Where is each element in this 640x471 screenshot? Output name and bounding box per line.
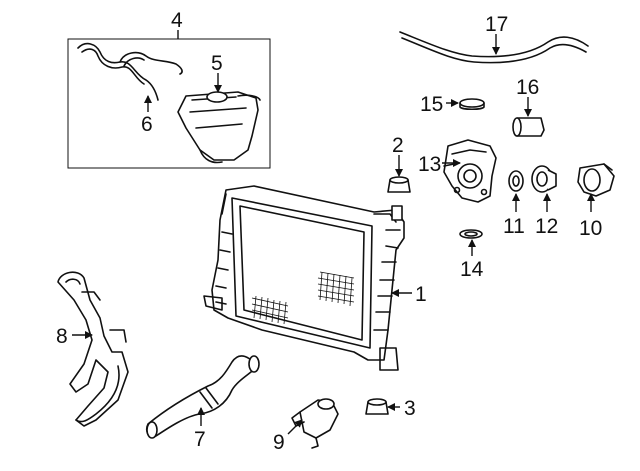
callout-16: 16 (516, 76, 539, 99)
radiator (203, 185, 405, 371)
callout-13: 13 (418, 153, 441, 176)
control-valve (291, 398, 339, 449)
reservoir-kit-box (67, 30, 271, 169)
reservoir-hose (77, 42, 183, 101)
radiator-plug-2 (387, 176, 411, 193)
coolant-reservoir (177, 91, 261, 164)
outlet-sleeve (512, 117, 545, 137)
thermostat-housing (443, 139, 497, 203)
grommet-3 (365, 398, 389, 415)
callout-12: 12 (535, 215, 558, 238)
callout-10: 10 (579, 217, 602, 240)
callout-1: 1 (415, 283, 427, 306)
radiator-core-mesh (251, 271, 355, 325)
leader-lines (72, 34, 595, 435)
gasket-ring (508, 170, 524, 192)
callout-15: 15 (420, 93, 443, 116)
callout-14: 14 (460, 258, 484, 281)
thermostat-seal-15 (459, 98, 485, 111)
water-outlet (577, 163, 615, 197)
overflow-tube (399, 31, 589, 64)
thermostat (531, 165, 557, 193)
callout-5: 5 (211, 52, 223, 75)
callout-3: 3 (404, 397, 416, 420)
callout-4: 4 (171, 9, 183, 32)
callout-7: 7 (194, 428, 206, 451)
callout-2: 2 (392, 134, 404, 157)
callout-8: 8 (56, 325, 68, 348)
inlet-hose-assembly (57, 271, 129, 427)
callout-17: 17 (485, 13, 508, 36)
callout-6: 6 (141, 113, 153, 136)
callout-9: 9 (273, 431, 285, 454)
lower-radiator-hose (145, 355, 260, 439)
callout-11: 11 (503, 215, 525, 238)
callout-labels: 1 2 3 4 5 6 7 8 9 10 11 12 13 14 15 16 1… (56, 9, 602, 454)
o-ring-14 (459, 229, 483, 239)
